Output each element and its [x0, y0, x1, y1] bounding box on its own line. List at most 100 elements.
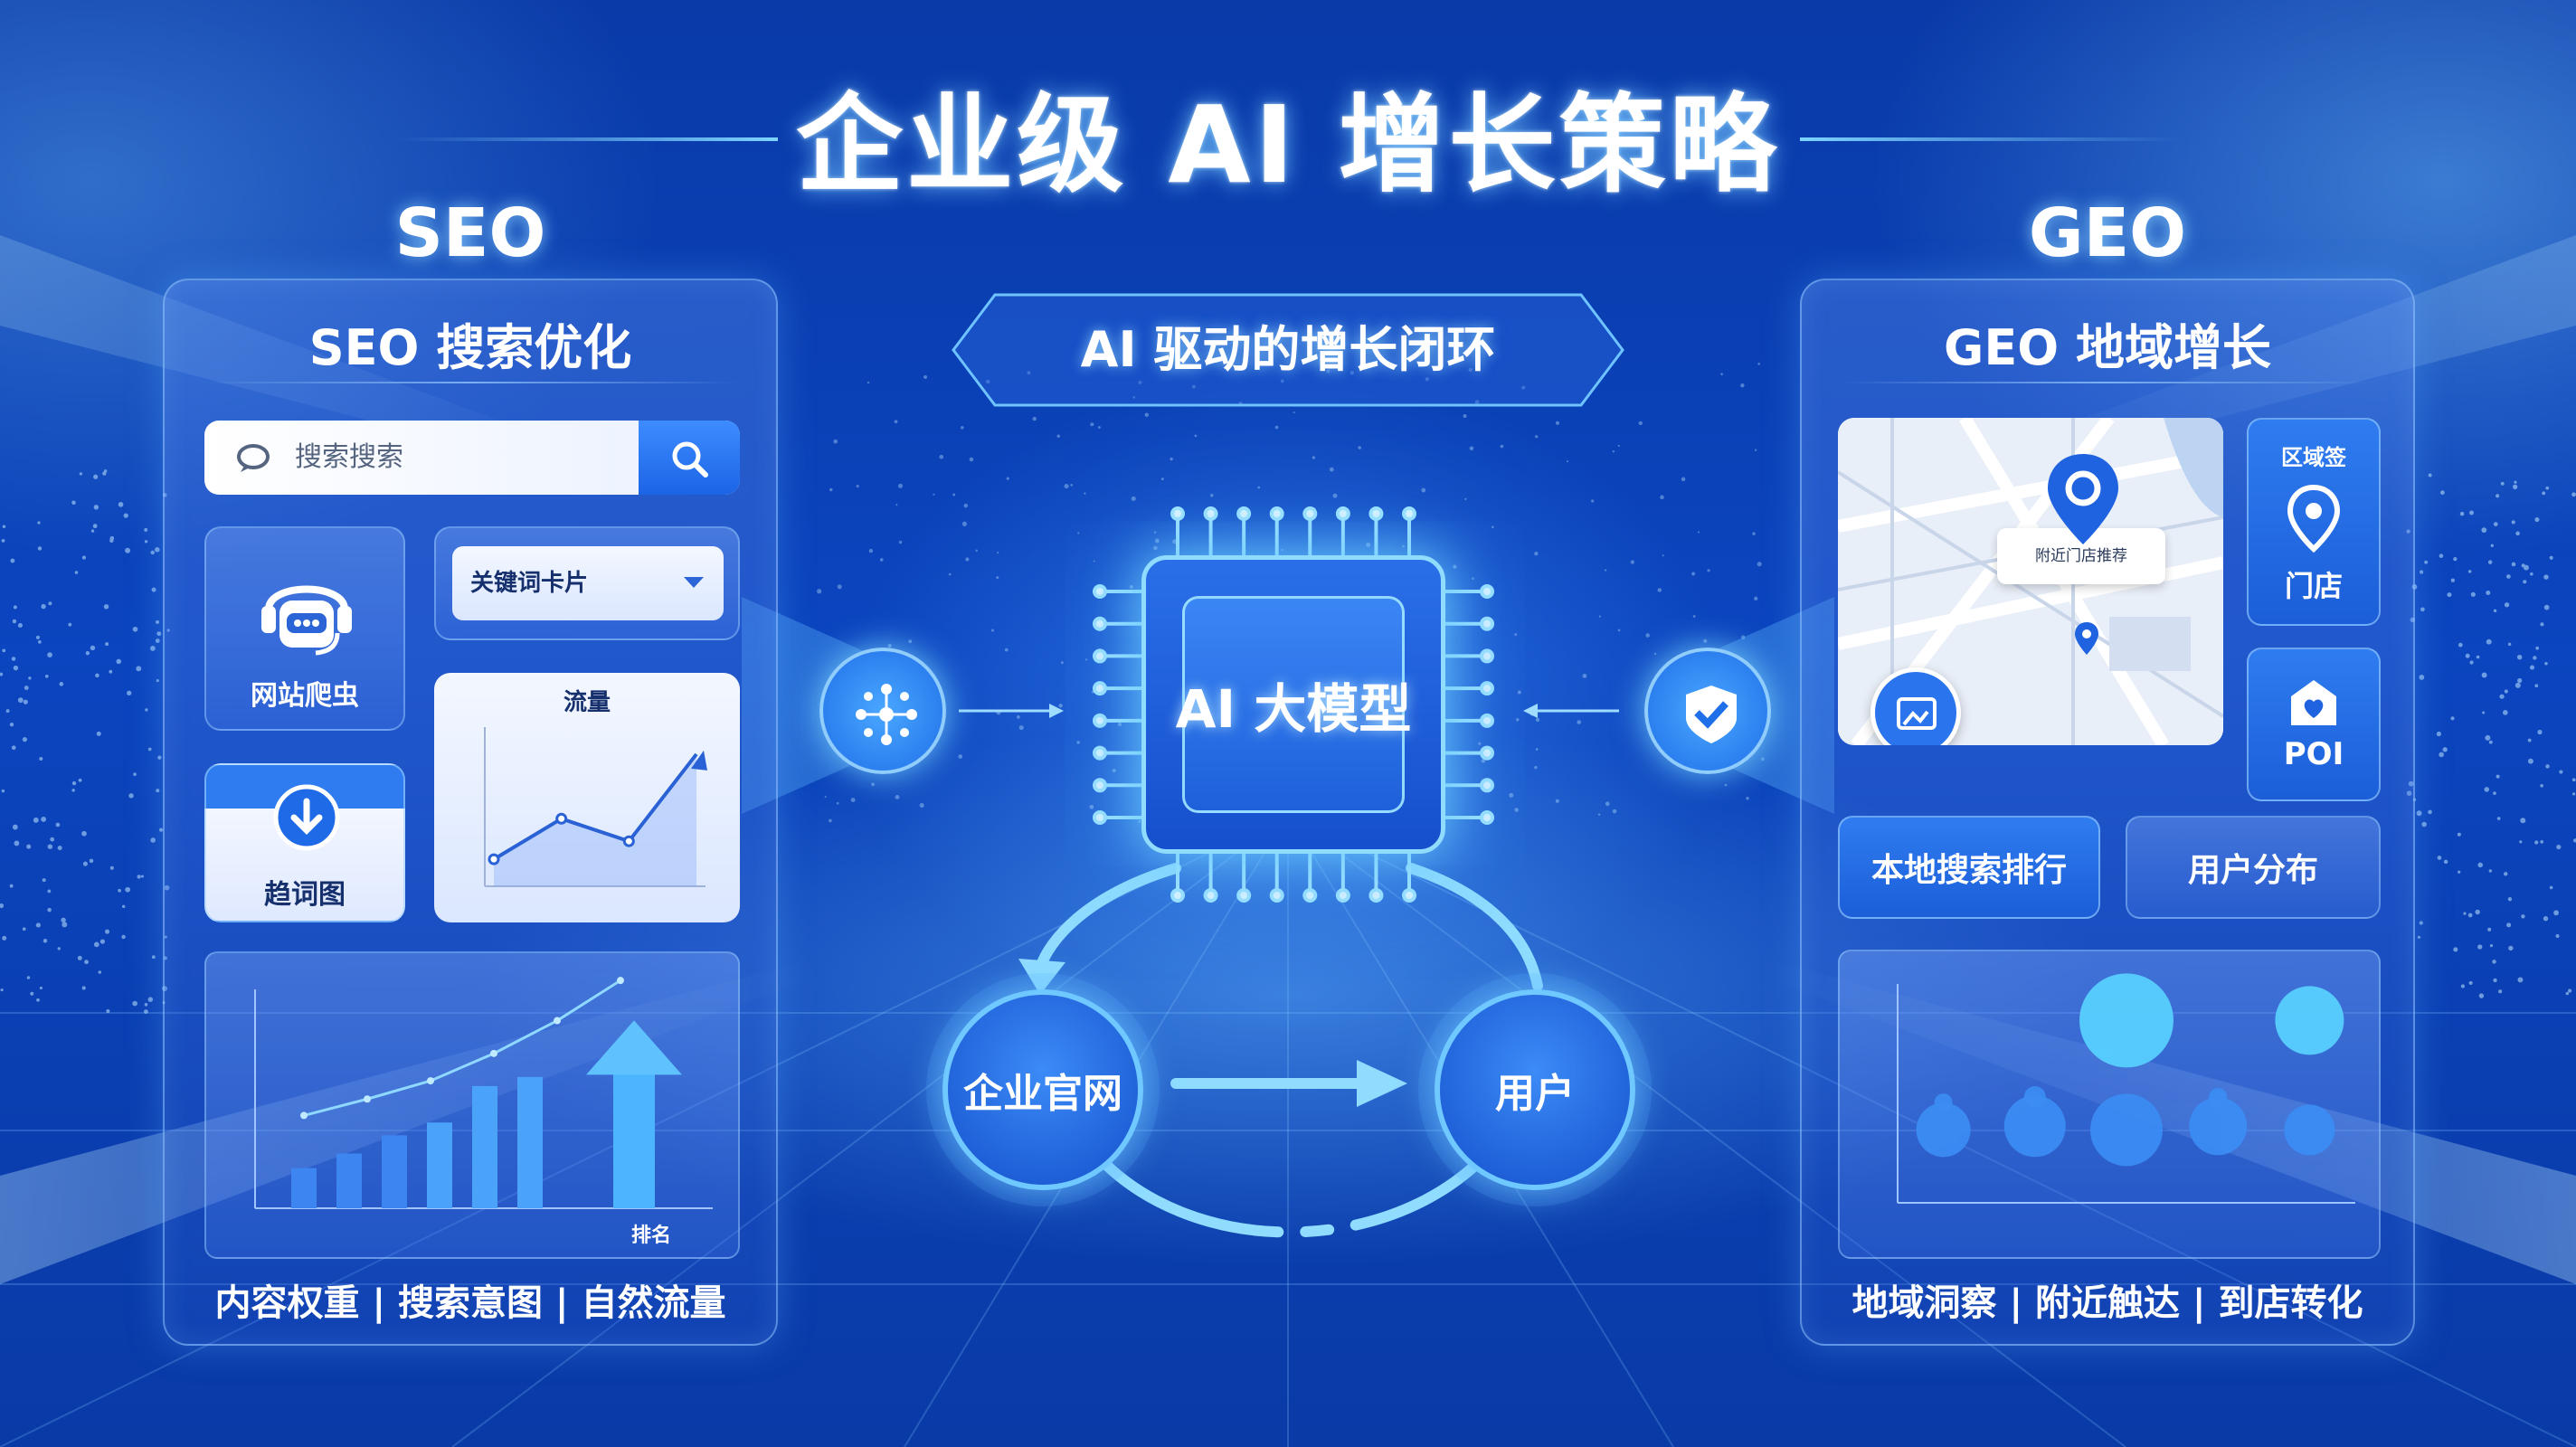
bg-dot: [22, 737, 28, 742]
bg-dot: [948, 572, 952, 576]
bg-dot: [140, 875, 145, 878]
bg-dot: [118, 502, 124, 507]
store-tile[interactable]: 区域签 门店: [2247, 418, 2381, 626]
bg-dot: [2529, 665, 2535, 670]
poi-label: POI: [2283, 736, 2344, 772]
bg-dot: [2540, 622, 2544, 627]
bg-dot: [1535, 748, 1539, 751]
node-website[interactable]: 企业官网: [942, 989, 1143, 1190]
map-card[interactable]: 附近门店推荐: [1838, 418, 2223, 745]
bg-dot: [2517, 677, 2523, 684]
bg-dot: [1366, 542, 1371, 547]
bg-dot: [98, 970, 102, 974]
bg-dot: [2506, 574, 2511, 579]
search-input[interactable]: 搜索搜索: [295, 441, 403, 473]
bg-dot: [1760, 757, 1765, 761]
banner-frame: [952, 293, 1624, 407]
bg-dot: [2545, 486, 2550, 490]
bg-dot: [156, 678, 159, 683]
location-pin-icon[interactable]: [2042, 450, 2124, 550]
bg-dot: [2420, 570, 2424, 574]
bg-dot: [837, 584, 842, 590]
user-distribution-button[interactable]: 用户分布: [2126, 816, 2381, 919]
bg-dot: [1517, 690, 1521, 695]
bg-dot: [1004, 648, 1009, 652]
bg-dot: [2467, 570, 2472, 573]
bg-dot: [2514, 682, 2521, 688]
bg-dot: [144, 540, 148, 544]
bg-dot: [2486, 638, 2492, 645]
bg-dot: [939, 454, 944, 459]
bg-dot: [1741, 635, 1746, 639]
bg-dot: [2555, 933, 2560, 938]
seo-footer: 内容权重 | 搜索意图 | 自然流量: [214, 1282, 726, 1324]
download-icon: [273, 784, 340, 851]
bg-dot: [151, 587, 156, 592]
search-button[interactable]: [639, 421, 740, 495]
bg-dot: [2458, 642, 2463, 648]
bg-dot: [93, 474, 99, 479]
bg-dot: [2527, 738, 2532, 742]
bg-dot: [156, 631, 162, 637]
chip-pin-tip: [1302, 888, 1318, 903]
bg-dot: [47, 652, 52, 657]
bg-dot: [2419, 675, 2425, 680]
bg-dot: [2, 525, 6, 528]
robot-icon: [261, 585, 352, 656]
bg-dot: [1464, 497, 1467, 501]
bg-dot: [133, 772, 137, 776]
store-pin-icon: [2287, 484, 2341, 553]
bg-dot: [84, 960, 89, 965]
crawler-card[interactable]: 网站爬虫: [204, 526, 405, 731]
trend-card[interactable]: 趋词图: [204, 763, 405, 922]
bg-dot: [1746, 797, 1749, 800]
bg-dot: [1018, 725, 1024, 731]
rank-bar-chart: [254, 977, 713, 1209]
bg-dot: [109, 865, 114, 870]
bg-dot: [2504, 872, 2508, 876]
bg-dot: [958, 754, 963, 759]
bg-dot: [908, 639, 913, 644]
bg-dot: [1402, 544, 1405, 548]
bg-dot: [2545, 764, 2550, 769]
rank-label: 排名: [631, 1225, 672, 1247]
bg-dot: [2493, 791, 2496, 795]
ai-chip[interactable]: AI 大模型: [1141, 555, 1445, 854]
bg-dot: [41, 817, 47, 822]
bg-dot: [57, 947, 61, 950]
bg-dot: [2504, 602, 2510, 608]
geo-panel-title: GEO 地域增长: [1944, 319, 2271, 376]
bg-dot: [919, 802, 924, 809]
chip-pin-tip: [1236, 506, 1252, 521]
bg-dot: [2486, 590, 2491, 596]
bg-dot: [2419, 921, 2423, 925]
bg-dot: [2494, 522, 2498, 526]
chip-pin-tip: [1093, 778, 1107, 793]
bg-dot: [879, 558, 884, 562]
bg-dot: [1112, 769, 1116, 773]
search-bar[interactable]: 搜索搜索: [204, 421, 740, 495]
chip-pin-tip: [1480, 648, 1494, 664]
bg-dot: [2439, 752, 2444, 758]
poi-tile[interactable]: POI: [2247, 648, 2381, 801]
chevron-down-icon: [684, 577, 704, 588]
local-rank-button[interactable]: 本地搜索排行: [1838, 816, 2100, 919]
bg-dot: [2493, 609, 2497, 613]
bg-dot: [2520, 818, 2526, 824]
bg-dot: [2549, 885, 2553, 890]
bg-dot: [39, 756, 43, 761]
traffic-area: [494, 753, 696, 886]
bg-dot: [166, 629, 170, 632]
keyword-dropdown[interactable]: 关键词卡片: [452, 546, 724, 620]
bg-dot: [85, 651, 90, 656]
chip-pin-tip: [1480, 584, 1494, 599]
bg-dot: [1160, 478, 1164, 481]
bg-dot: [1535, 717, 1540, 723]
bg-dot: [109, 669, 113, 674]
bg-dot: [164, 935, 167, 939]
bg-dot: [1514, 808, 1519, 812]
map-store-button[interactable]: [1870, 667, 1961, 745]
node-user[interactable]: 用户: [1435, 989, 1635, 1190]
bubble: [2023, 1086, 2046, 1109]
chip-pin-tip: [1368, 506, 1384, 521]
